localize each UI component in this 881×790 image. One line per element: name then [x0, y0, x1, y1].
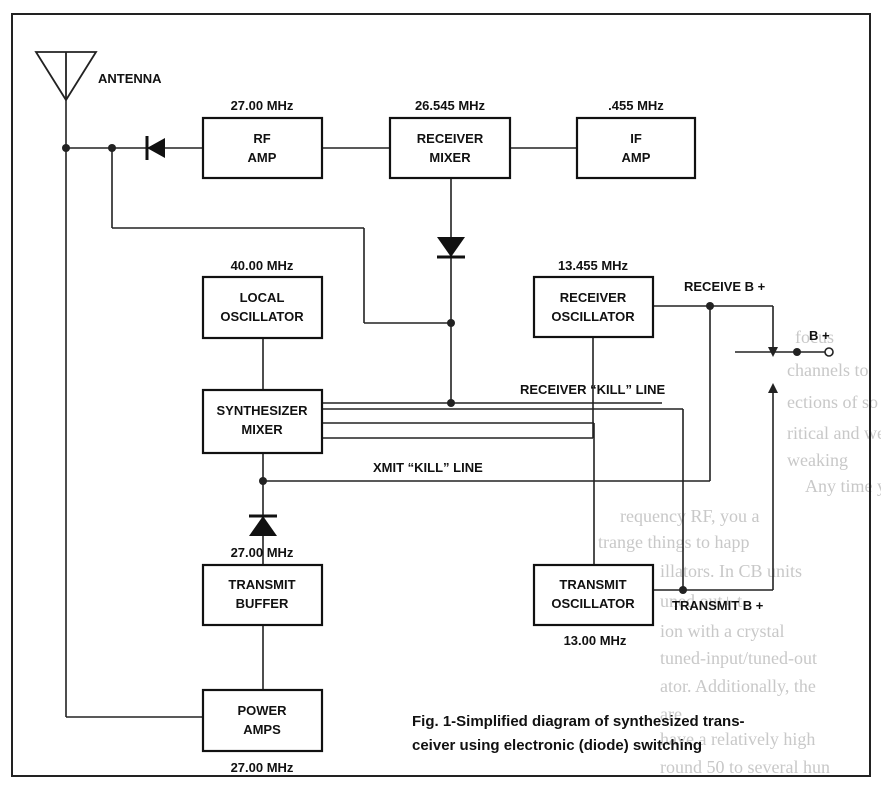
rf-amp-line1: RF [253, 131, 270, 146]
diode-receiver-mixer-icon [437, 237, 465, 259]
receive-switch-arrow-icon [768, 347, 778, 357]
transmit-oscillator-line2: OSCILLATOR [551, 596, 635, 611]
power-amps-line1: POWER [237, 703, 287, 718]
synthesizer-mixer-block: SYNTHESIZER MIXER [201, 388, 324, 455]
bleed-line: round 50 to several hun [660, 757, 830, 777]
power-amps-line2: AMPS [243, 722, 281, 737]
receiver-kill-line-label: RECEIVER “KILL” LINE [520, 382, 666, 397]
bleed-line: are [660, 704, 682, 724]
power-amps-block: POWER AMPS [201, 688, 324, 753]
antenna-icon [34, 51, 98, 102]
synthesizer-mixer-line1: SYNTHESIZER [216, 403, 308, 418]
receive-b-label: RECEIVE B + [684, 279, 766, 294]
receiver-mixer-block: RECEIVER MIXER [388, 116, 512, 180]
if-amp-line1: IF [630, 131, 642, 146]
b-plus-label: B + [809, 328, 830, 343]
receiver-mixer-line1: RECEIVER [417, 131, 484, 146]
local-oscillator-line1: LOCAL [240, 290, 285, 305]
antenna-label: ANTENNA [98, 71, 162, 86]
if-amp-freq: .455 MHz [608, 98, 664, 113]
receiver-mixer-freq: 26.545 MHz [415, 98, 486, 113]
figure-caption-line1: Fig. 1-Simplified diagram of synthesized… [412, 713, 745, 730]
transmit-oscillator-line1: TRANSMIT [559, 577, 626, 592]
bleed-line: ections of so [787, 392, 878, 412]
rf-amp-block: RF AMP [201, 116, 324, 180]
xmit-kill-line-label: XMIT “KILL” LINE [373, 460, 483, 475]
bleed-line: ritical and we [787, 423, 881, 443]
transmit-buffer-line2: BUFFER [236, 596, 289, 611]
b-plus-terminal-icon [824, 347, 834, 357]
receiver-oscillator-line2: OSCILLATOR [551, 309, 635, 324]
bleed-line: weaking [787, 450, 848, 470]
bleed-line: uned out+ t [660, 591, 742, 611]
transmit-buffer-line1: TRANSMIT [228, 577, 295, 592]
bleed-line: channels to [787, 360, 868, 380]
if-amp-line2: AMP [622, 150, 651, 165]
receiver-mixer-line2: MIXER [429, 150, 471, 165]
diode-transmit-icon [249, 514, 277, 536]
diode-antenna-icon [145, 136, 165, 160]
local-oscillator-line2: OSCILLATOR [220, 309, 304, 324]
figure-frame [11, 13, 871, 777]
transmit-b-label: TRANSMIT B + [672, 598, 764, 613]
bleed-line: focus [795, 327, 834, 347]
transmit-buffer-freq: 27.00 MHz [231, 545, 294, 560]
transmit-oscillator-freq: 13.00 MHz [564, 633, 627, 648]
bleed-through-text: focus channels to ections of so ritical … [598, 327, 881, 777]
rf-amp-line2: AMP [248, 150, 277, 165]
receiver-oscillator-block: RECEIVER OSCILLATOR [532, 275, 655, 339]
bleed-line: Any time you de [805, 476, 881, 496]
receiver-oscillator-line1: RECEIVER [560, 290, 627, 305]
bleed-line: ion with a crystal [660, 621, 784, 641]
bleed-line: tuned-input/tuned-out [660, 648, 817, 668]
if-amp-block: IF AMP [575, 116, 697, 180]
rf-amp-freq: 27.00 MHz [231, 98, 294, 113]
bleed-line: have a relatively high [660, 729, 815, 749]
transmit-buffer-block: TRANSMIT BUFFER [201, 563, 324, 627]
bleed-line: requency RF, you a [620, 506, 760, 526]
transmit-oscillator-block: TRANSMIT OSCILLATOR [532, 563, 655, 627]
local-oscillator-block: LOCAL OSCILLATOR [201, 275, 324, 340]
local-oscillator-freq: 40.00 MHz [231, 258, 294, 273]
transmit-switch-arrow-icon [768, 383, 778, 393]
bleed-line: illators. In CB units [660, 561, 802, 581]
figure-caption-line2: ceiver using electronic (diode) switchin… [412, 737, 702, 754]
bleed-line: trange things to happ [598, 532, 749, 552]
bleed-line: ator. Additionally, the [660, 676, 816, 696]
junction-dots [62, 144, 801, 594]
receiver-oscillator-freq: 13.455 MHz [558, 258, 629, 273]
power-amps-freq: 27.00 MHz [231, 760, 294, 775]
synthesizer-mixer-line2: MIXER [241, 422, 283, 437]
